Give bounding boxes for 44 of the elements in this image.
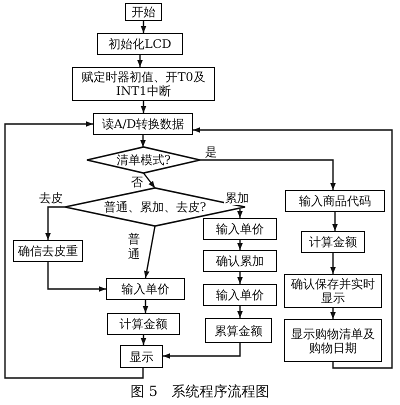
arrow — [163, 343, 241, 359]
process-box: 输入单价 — [106, 278, 185, 300]
arrow — [237, 240, 243, 250]
arrow — [47, 262, 106, 292]
process-box: 累算金额 — [205, 318, 272, 343]
edge-label: 普通 — [127, 232, 141, 262]
arrow — [332, 212, 338, 231]
edge-label: 否 — [130, 175, 144, 189]
process-box: 输入单价 — [203, 284, 277, 306]
process-box: 确认累加 — [203, 250, 277, 272]
arrow — [237, 306, 243, 318]
process-box: 输入单价 — [203, 218, 277, 240]
arrow — [45, 206, 65, 240]
arrow — [330, 308, 336, 319]
arrow — [137, 55, 143, 67]
arrow — [140, 21, 146, 33]
arrow — [4, 121, 144, 379]
arrow — [193, 127, 393, 369]
process-box: 初始化LCD — [97, 33, 183, 55]
arrow — [200, 159, 336, 190]
edge-label: 去皮 — [38, 191, 64, 205]
process-box: 计算金额 — [107, 313, 180, 335]
arrow — [237, 208, 243, 218]
arrow — [140, 335, 146, 345]
arrow — [140, 135, 146, 147]
arrow — [144, 226, 156, 278]
decision-diamond: 清单模式? — [87, 147, 200, 173]
process-box: 赋定时器初值、开T0及INT1中断 — [72, 67, 215, 101]
process-box: 确认保存并实时显示 — [284, 274, 382, 308]
process-box: 显示 — [120, 345, 163, 368]
arrow — [237, 272, 243, 284]
edge-label: 是 — [204, 145, 218, 159]
process-box: 确信去皮重 — [13, 240, 83, 262]
arrow — [142, 172, 156, 188]
process-box: 读A/D转换数据 — [93, 113, 193, 135]
arrow — [330, 253, 336, 274]
process-box: 输入商品代码 — [285, 190, 385, 212]
caption: 图 5 系统程序流程图 — [129, 383, 271, 401]
arrow — [142, 300, 148, 313]
arrow — [140, 101, 146, 113]
start-box: 开始 — [125, 3, 162, 21]
process-box: 显示购物清单及购物日期 — [284, 319, 382, 362]
edge-label: 累加 — [224, 191, 250, 205]
process-box: 计算金额 — [301, 231, 365, 253]
